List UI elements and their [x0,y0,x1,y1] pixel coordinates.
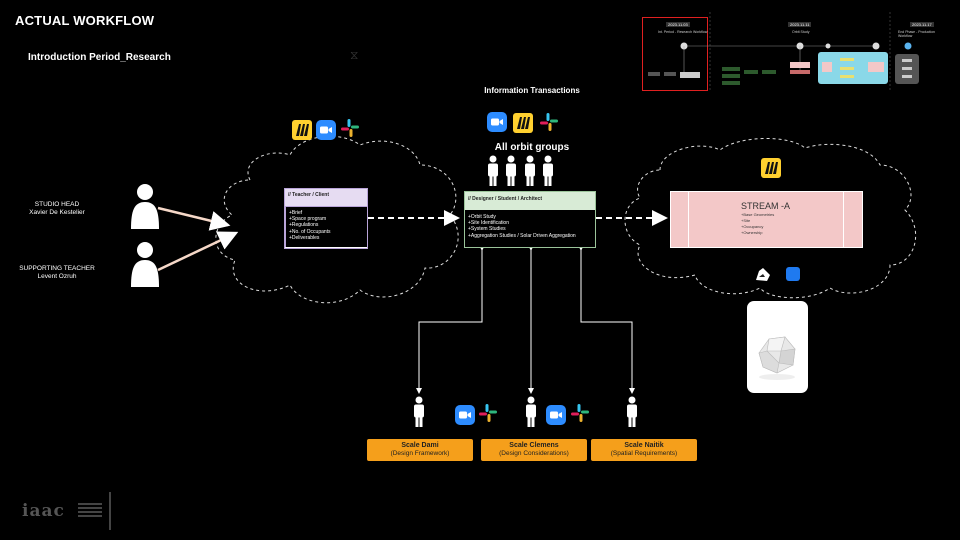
scale-clemens-box: Scale Clemens (Design Considerations) [481,439,587,461]
mini-date: 2023.11.03 [666,22,690,27]
blue-app-icon [786,267,800,281]
miro-icon [513,113,533,133]
studio-head-role: STUDIO HEAD [34,201,80,208]
mini-workflow-graphic [648,12,919,92]
miro-icon [761,158,781,178]
arrow-supporting-teacher [157,231,239,272]
designer-box-header: // Designer / Student / Architect [465,192,595,210]
stream-item: +Site [741,218,751,223]
scale-desc: (Design Considerations) [499,450,569,457]
mini-note: Orbit Study [792,30,810,34]
mini-date: 2023.11.11 [788,22,812,27]
mini-workflow: 2023.11.03 2023.11.11 2023.11.17 Int. Pe… [640,12,950,92]
slack-icon [540,113,558,131]
supporting-teacher-name: Levent Ozruh [37,273,77,280]
person-icon [627,396,637,427]
designer-item: +Aggregation Studies / Solar Driven Aggr… [468,232,576,239]
logo-subtext [78,503,102,517]
teacher-item: +Deliverables [289,234,320,241]
designer-item: +System Studies [468,226,506,233]
miro-icon [292,120,312,140]
stream-a-box: STREAM -A +Base Geometries +Site +Occupa… [670,191,863,248]
stream-item: +Base Geometries [741,212,775,217]
supporting-teacher-role: SUPPORTING TEACHER [19,265,95,272]
teacher-box-header: // Teacher / Client [285,189,367,207]
slack-icon [479,404,497,422]
scale-name: Scale Dami [401,442,439,449]
teacher-item: +Regulations [289,222,319,229]
info-transactions-title: Information Transactions [484,86,580,95]
scale-naitik-box: Scale Naitik (Spatial Requirements) [591,439,697,461]
designer-item: +Orbit Study [468,214,496,220]
person-icon [131,242,159,287]
scale-desc: (Design Framework) [390,450,450,457]
faint-icon: ⧖ [350,48,359,62]
connector-dami [416,245,485,394]
geometry-render [758,336,796,380]
studio-head-name: Xavier De Kestelier [29,209,85,216]
person-icon [414,396,424,427]
zoom-icon [316,120,336,140]
stream-item: +Occupancy [741,224,764,229]
page-subtitle: Introduction Period_Research [28,52,171,63]
slack-icon [341,119,359,137]
teacher-item: +Space program [289,216,327,223]
zoom-icon [487,112,507,132]
zoom-icon [455,405,475,425]
geometry-render-card [747,301,808,393]
scale-name: Scale Clemens [509,442,559,449]
stream-item: +Ownership [741,230,763,235]
teacher-client-box: // Teacher / Client +Brief +Space progra… [284,188,368,249]
mini-date: 2023.11.17 [910,22,934,27]
teacher-item: +Brief [289,210,303,216]
connector-naitik [578,245,635,394]
mini-note: End Phase - Production Workflow [898,30,935,38]
arrow-studio-head [157,206,231,231]
designer-student-box: // Designer / Student / Architect +Orbit… [464,191,596,248]
stream-cloud [624,138,917,299]
iaac-logo: iaac [22,501,65,521]
slack-icon [571,404,589,422]
scale-name: Scale Naitik [624,442,664,449]
orbit-groups-title: All orbit groups [494,142,570,153]
rhino-icon [753,265,773,285]
stream-title: STREAM -A [741,201,791,211]
person-icon [131,184,159,229]
orbit-group-people [488,155,553,186]
page-title: ACTUAL WORKFLOW [15,13,155,28]
mini-highlight-frame [642,17,708,91]
scale-desc: (Spatial Requirements) [610,450,678,457]
mini-note: Int. Period - Research Workflow [658,30,708,34]
designer-item: +Site Identification [468,220,509,227]
scale-dami-box: Scale Dami (Design Framework) [367,439,473,461]
person-icon [526,396,536,427]
teacher-item: +No. of Occupants [289,228,331,235]
zoom-icon [546,405,566,425]
